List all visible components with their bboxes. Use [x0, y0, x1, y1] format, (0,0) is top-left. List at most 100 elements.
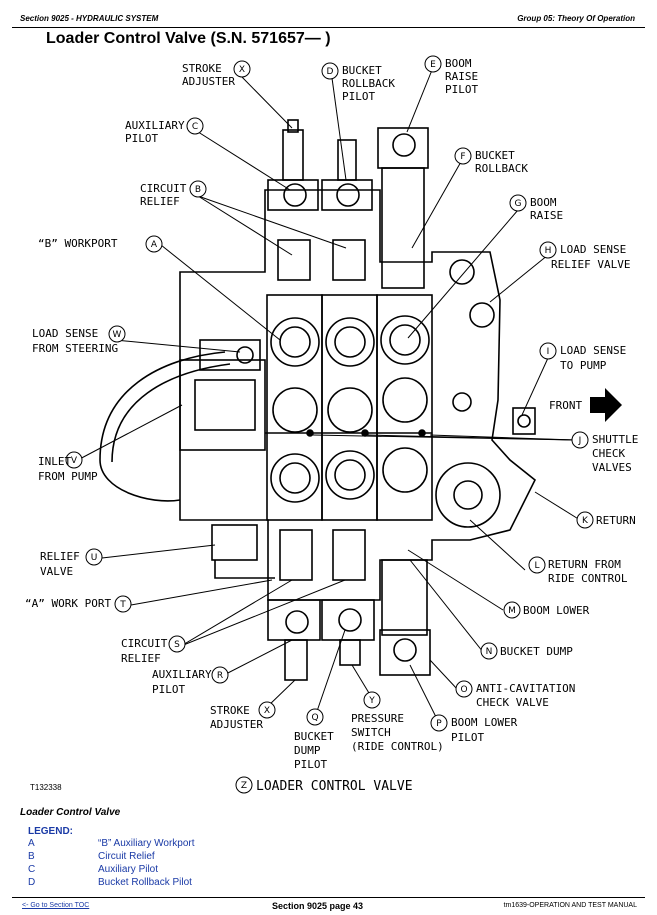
svg-text:PILOT: PILOT [451, 731, 484, 744]
callout-letter-p: P [436, 719, 442, 729]
callout-letter-e: E [430, 60, 436, 70]
svg-text:ROLLBACK: ROLLBACK [475, 162, 528, 175]
label-load-sense-relief-valve: LOAD SENSE [560, 243, 626, 256]
valve-drawing [99, 119, 537, 681]
svg-text:ADJUSTER: ADJUSTER [210, 718, 263, 731]
legend-key: B [28, 851, 35, 862]
callout-letter-z: Z [241, 781, 247, 791]
callout-letter-x-top: X [239, 65, 245, 75]
svg-text:RAISE: RAISE [445, 70, 478, 83]
callout-letter-l: L [534, 561, 539, 571]
label-boom-raise: BOOM [530, 196, 557, 209]
label-circuit-relief-top: CIRCUIT [140, 182, 187, 195]
callout-letter-x-bottom: X [264, 706, 270, 716]
page-number: Section 9025 page 43 [272, 901, 364, 911]
svg-text:TO PUMP: TO PUMP [560, 359, 607, 372]
callout-circles [65, 55, 594, 794]
callout-letter-h: H [545, 246, 552, 256]
figure-id: T132338 [30, 783, 62, 792]
callout-letter-r: R [217, 671, 223, 681]
svg-text:FROM PUMP: FROM PUMP [38, 470, 98, 483]
svg-text:PILOT: PILOT [125, 132, 158, 145]
svg-text:PILOT: PILOT [294, 758, 327, 771]
label-return-from-ride-control: RETURN FROM [548, 558, 621, 571]
label-b-workport: “B” WORKPORT [38, 237, 118, 250]
callout-letter-o: O [460, 685, 467, 695]
legend-row: A “B” Auxiliary Workport [28, 838, 428, 851]
legend-title: LEGEND: [28, 826, 73, 837]
callout-letter-c: C [192, 122, 198, 132]
page-header: Section 9025 - HYDRAULIC SYSTEM Group 05… [12, 10, 645, 28]
callout-letter-d: D [327, 67, 334, 77]
page-title: Loader Control Valve (S.N. 571657— ) [46, 30, 331, 47]
legend-value: “B” Auxiliary Workport [98, 838, 195, 849]
callout-letter-a: A [151, 240, 158, 250]
label-anti-cavitation-check-valve: ANTI-CAVITATION [476, 682, 575, 695]
callout-letter-y: Y [368, 696, 375, 706]
callout-letter-s: S [174, 640, 180, 650]
label-bucket-dump: BUCKET DUMP [500, 645, 573, 658]
legend-value: Auxiliary Pilot [98, 864, 159, 875]
callout-letter-i: I [547, 347, 550, 357]
legend-value: Bucket Rollback Pilot [98, 877, 192, 888]
label-load-sense-to-pump: LOAD SENSE [560, 344, 626, 357]
label-circuit-relief-bottom: CIRCUIT [121, 637, 168, 650]
callout-letter-f: F [460, 152, 465, 162]
label-a-work-port: “A” WORK PORT [25, 597, 111, 610]
svg-text:PILOT: PILOT [445, 83, 478, 96]
svg-text:RAISE: RAISE [530, 209, 563, 222]
label-auxiliary-pilot-top: AUXILIARY [125, 119, 185, 132]
svg-text:FROM STEERING: FROM STEERING [32, 342, 118, 355]
front-arrow-icon [590, 388, 622, 422]
callout-letter-g: G [515, 199, 522, 209]
label-boom-lower: BOOM LOWER [523, 604, 590, 617]
svg-text:RIDE CONTROL: RIDE CONTROL [548, 572, 628, 585]
label-bucket-rollback-pilot: BUCKET [342, 64, 382, 77]
svg-text:ADJUSTER: ADJUSTER [182, 75, 235, 88]
legend: A “B” Auxiliary Workport B Circuit Relie… [28, 838, 428, 890]
legend-key: C [28, 864, 36, 875]
callout-letter-k: K [582, 516, 589, 526]
label-pressure-switch: PRESSURE [351, 712, 404, 725]
callout-letters: X D E C F B G A H W I V J K U L T M S N … [71, 60, 589, 791]
label-shuttle-check-valves: SHUTTLE [592, 433, 638, 446]
manual-title: tm1639-OPERATION AND TEST MANUAL [503, 902, 637, 909]
svg-text:PILOT: PILOT [342, 90, 375, 103]
toc-link[interactable]: <- Go to Section TOC [22, 902, 90, 909]
legend-key: D [28, 877, 36, 888]
callout-letter-n: N [486, 647, 493, 657]
svg-text:SWITCH: SWITCH [351, 726, 391, 739]
label-front: FRONT [549, 399, 582, 412]
loader-control-valve-diagram: X D E C F B G A H W I V J K U L T M S N … [0, 52, 657, 804]
label-loader-control-valve: LOADER CONTROL VALVE [256, 779, 413, 794]
legend-row: C Auxiliary Pilot [28, 864, 428, 877]
label-inlet-from-pump: INLET [38, 455, 71, 468]
legend-row: B Circuit Relief [28, 851, 428, 864]
legend-key: A [28, 838, 35, 849]
callout-letter-u: U [91, 553, 98, 563]
label-bucket-rollback: BUCKET [475, 149, 515, 162]
callout-letter-b: B [195, 185, 201, 195]
label-boom-lower-pilot: BOOM LOWER [451, 716, 518, 729]
label-return: RETURN [596, 514, 636, 527]
svg-text:ROLLBACK: ROLLBACK [342, 77, 395, 90]
callout-letter-v: V [71, 456, 78, 466]
svg-text:(RIDE CONTROL): (RIDE CONTROL) [351, 740, 444, 753]
svg-text:DUMP: DUMP [294, 744, 321, 757]
label-bucket-dump-pilot: BUCKET [294, 730, 334, 743]
label-auxiliary-pilot-bottom: AUXILIARY [152, 668, 212, 681]
svg-text:CHECK VALVE: CHECK VALVE [476, 696, 549, 709]
label-stroke-adjuster-bottom: STROKE [210, 704, 250, 717]
callout-labels: STROKE ADJUSTER BUCKET ROLLBACK PILOT BO… [25, 57, 638, 794]
svg-text:VALVES: VALVES [592, 461, 632, 474]
section-title: Section 9025 - HYDRAULIC SYSTEM [20, 14, 159, 23]
callout-letter-q: Q [311, 713, 318, 723]
legend-row: D Bucket Rollback Pilot [28, 877, 428, 890]
figure-caption: Loader Control Valve [20, 807, 121, 818]
callout-letter-j: J [578, 436, 582, 446]
page-footer: <- Go to Section TOC Section 9025 page 4… [12, 897, 645, 911]
svg-text:RELIEF: RELIEF [121, 652, 161, 665]
label-load-sense-from-steering: LOAD SENSE [32, 327, 98, 340]
callout-letter-m: M [508, 606, 516, 616]
svg-text:PILOT: PILOT [152, 683, 185, 696]
